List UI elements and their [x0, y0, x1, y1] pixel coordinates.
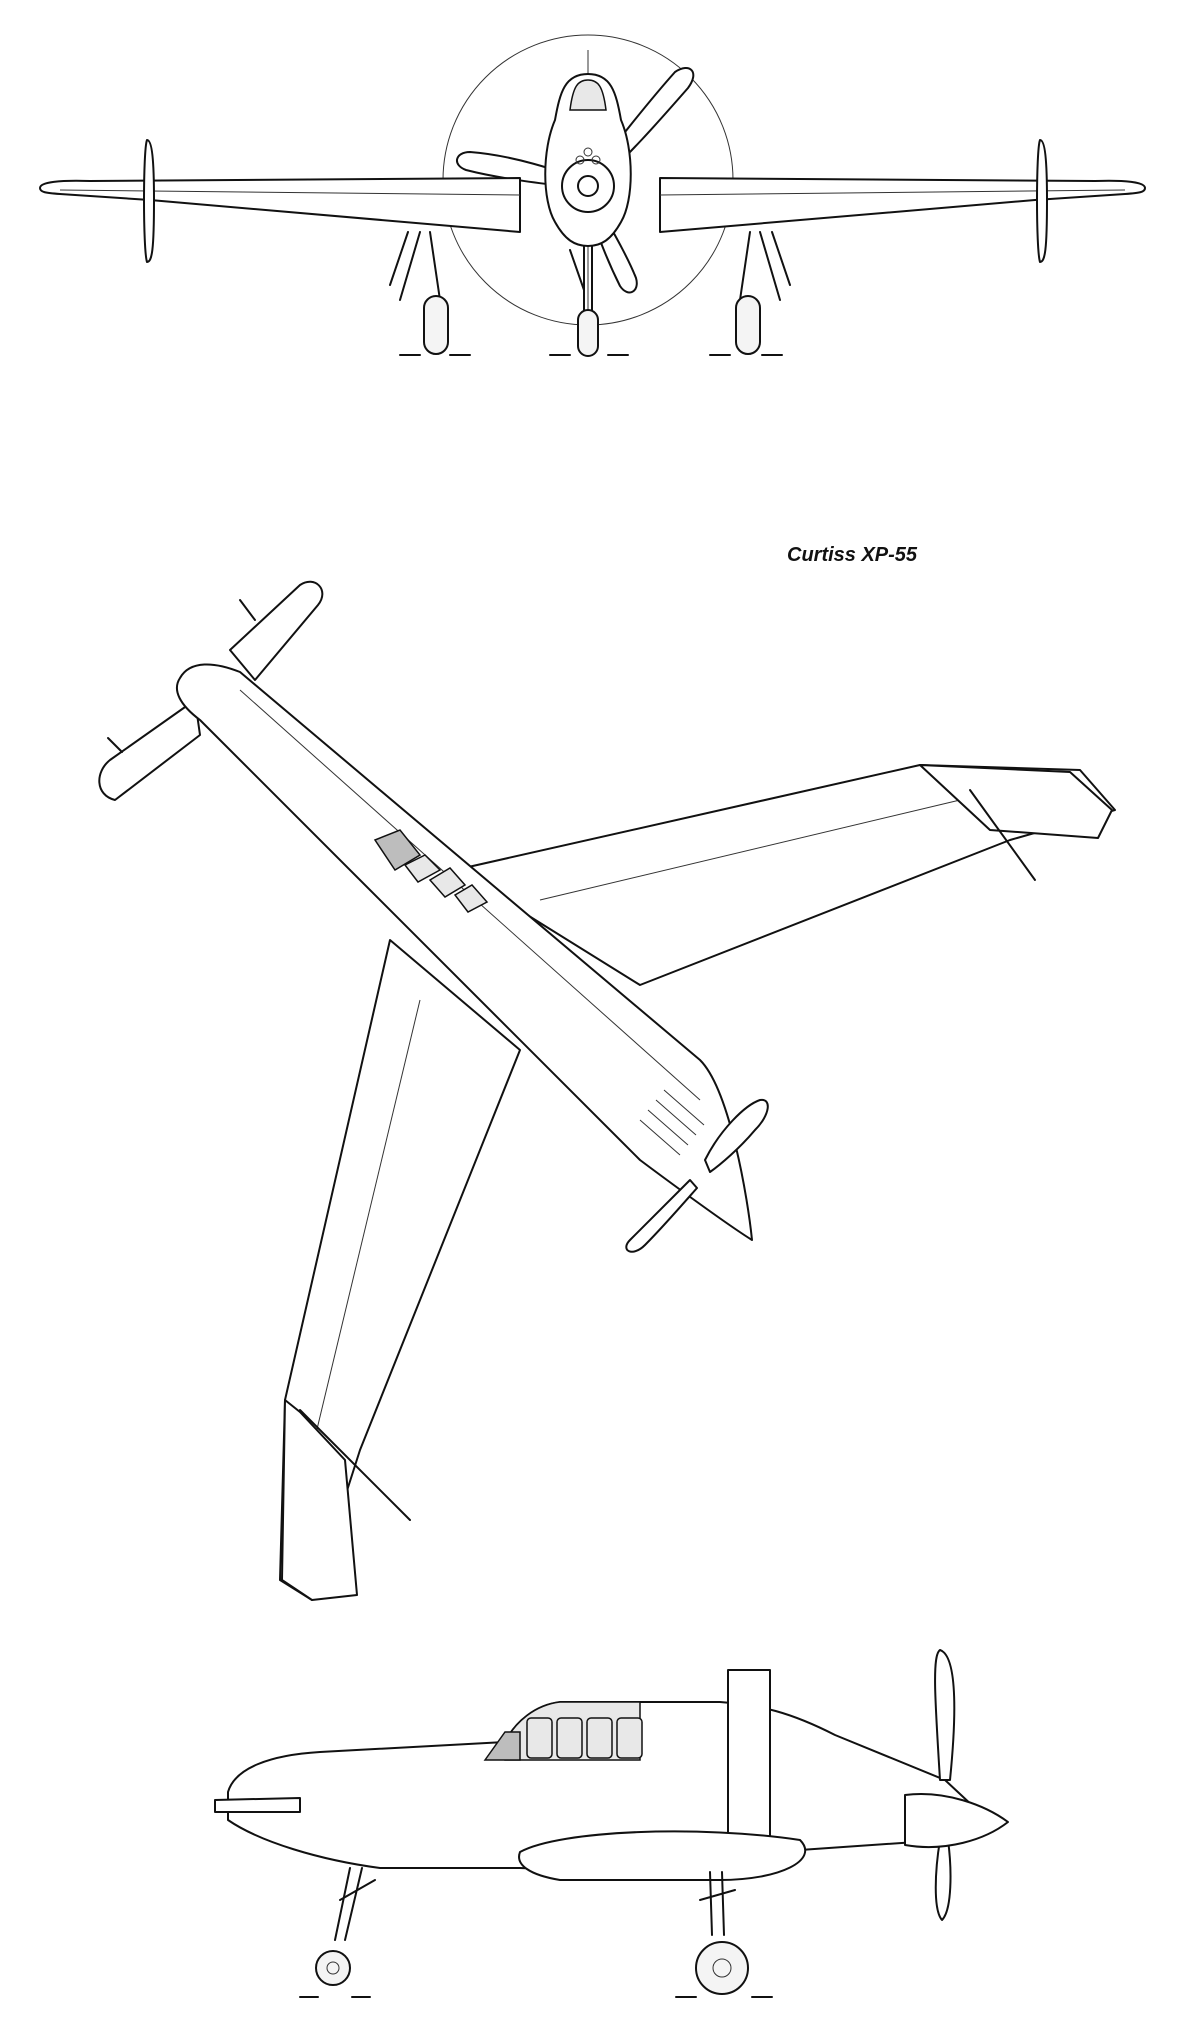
- front-right-wing: [659, 177, 1146, 233]
- top-propeller: [625, 1098, 769, 1253]
- front-view: [39, 34, 1146, 357]
- side-spinner: [904, 1793, 1009, 1849]
- side-wing: [518, 1830, 807, 1881]
- side-propeller: [904, 1649, 1009, 1921]
- front-right-fin: [1036, 139, 1048, 263]
- top-canopy: [373, 829, 489, 913]
- top-view: [98, 580, 1116, 1601]
- side-canopy: [483, 1701, 643, 1761]
- side-nose-gear: [315, 1867, 376, 1986]
- side-view: [214, 1649, 1009, 1998]
- top-canard-left: [98, 699, 201, 801]
- top-right-wingtip-fin: [919, 764, 1113, 839]
- side-canard: [214, 1797, 301, 1813]
- front-canopy: [569, 79, 607, 111]
- front-nose-gear: [569, 245, 599, 357]
- front-right-main-gear: [735, 231, 791, 355]
- top-canard-right: [229, 580, 324, 681]
- side-main-gear: [695, 1871, 749, 1995]
- top-fuselage: [175, 663, 753, 1241]
- side-fin: [727, 1669, 771, 1841]
- front-left-main-gear: [389, 231, 449, 355]
- front-left-wing: [39, 177, 521, 233]
- top-left-wingtip-fin: [281, 1399, 358, 1601]
- front-left-fin: [143, 139, 155, 263]
- side-fuselage: [227, 1701, 991, 1870]
- drawing-title: Curtiss XP-55: [787, 544, 918, 566]
